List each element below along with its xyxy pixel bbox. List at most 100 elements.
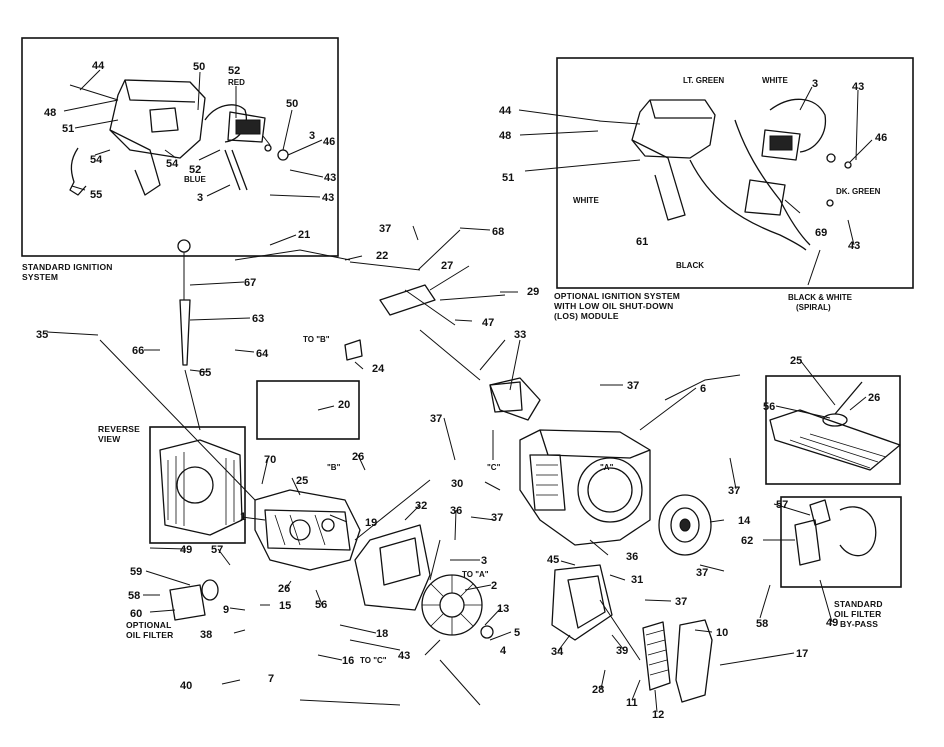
svg-text:OIL FILTER: OIL FILTER (126, 630, 174, 640)
starter-pulley (658, 494, 712, 556)
callout-61: 61 (636, 236, 648, 248)
routing-label-to-c: TO "C" (360, 656, 387, 665)
callout-24: 24 (372, 363, 385, 375)
callout-38: 38 (200, 629, 212, 641)
wire-label-blue: BLUE (184, 175, 206, 184)
callout-46: 46 (323, 136, 335, 148)
callout-64: 64 (256, 348, 269, 360)
callout-52: 52 (189, 164, 201, 176)
routing-label-to-b: TO "B" (303, 335, 330, 344)
wire-label-dk-green: DK. GREEN (836, 187, 881, 196)
callout-37: 37 (491, 512, 503, 524)
callout-4: 4 (500, 645, 507, 657)
optional-oil-filter-caption: OPTIONAL OIL FILTER (126, 620, 174, 640)
oil-fill-detail (769, 381, 901, 471)
oil-filter-bypass-panel (780, 496, 902, 588)
callout-20: 20 (338, 399, 350, 411)
callout-50: 50 (286, 98, 298, 110)
callout-54: 54 (90, 154, 103, 166)
callout-22: 22 (376, 250, 388, 262)
optional-ignition-caption: OPTIONAL IGNITION SYSTEM WITH LOW OIL SH… (554, 291, 680, 321)
callout-25: 25 (790, 355, 802, 367)
callout-26: 26 (352, 451, 364, 463)
wire-label-spiral: (SPIRAL) (796, 303, 831, 312)
callout-35: 35 (36, 329, 48, 341)
callout-14: 14 (738, 515, 751, 527)
flywheel (421, 574, 494, 639)
callout-5: 5 (514, 627, 520, 639)
wire-label-black: BLACK (676, 261, 704, 270)
part-callouts: 44 48 51 54 55 50 52 50 3 46 54 52 43 3 … (36, 60, 887, 721)
callout-54: 54 (166, 158, 179, 170)
callout-59: 59 (130, 566, 142, 578)
callout-16: 16 (342, 655, 354, 667)
optional-ignition-panel (556, 57, 914, 289)
callout-48: 48 (44, 107, 56, 119)
oil-fill-detail-panel (765, 375, 901, 485)
wire-label-red: RED (228, 78, 245, 87)
callout-60: 60 (130, 608, 142, 620)
callout-33: 33 (514, 329, 526, 341)
callout-29: 29 (527, 286, 539, 298)
callout-17: 17 (796, 648, 808, 660)
callout-44: 44 (499, 105, 512, 117)
svg-text:STANDARD IGNITION: STANDARD IGNITION (22, 262, 113, 272)
wire-labels: RED BLUE LT. GREEN WHITE WHITE DK. GREEN… (184, 76, 881, 312)
callout-70: 70 (264, 454, 276, 466)
wire-label-black-white: BLACK & WHITE (788, 293, 853, 302)
callout-47: 47 (482, 317, 494, 329)
callout-66: 66 (132, 345, 144, 357)
reverse-view-panel (149, 426, 246, 544)
callout-51: 51 (502, 172, 514, 184)
svg-text:OPTIONAL IGNITION SYSTEM: OPTIONAL IGNITION SYSTEM (554, 291, 680, 301)
callout-37: 37 (675, 596, 687, 608)
callout-43: 43 (398, 650, 410, 662)
callout-37: 37 (430, 413, 442, 425)
wire-label-white-left: WHITE (573, 196, 599, 205)
callout-48: 48 (499, 130, 511, 142)
callout-26: 26 (868, 392, 880, 404)
callout-11: 11 (626, 697, 638, 709)
callout-28: 28 (592, 684, 604, 696)
callout-12: 12 (652, 709, 664, 721)
svg-text:OPTIONAL: OPTIONAL (126, 620, 172, 630)
callout-18: 18 (376, 628, 388, 640)
callout-49: 49 (826, 617, 838, 629)
callout-30: 30 (451, 478, 463, 490)
svg-text:REVERSE: REVERSE (98, 424, 140, 434)
callout-63: 63 (252, 313, 264, 325)
callout-58: 58 (128, 590, 140, 602)
routing-label-b: "B" (327, 463, 341, 472)
callout-37: 37 (627, 380, 639, 392)
air-cleaner-assembly (551, 564, 713, 703)
svg-text:BY-PASS: BY-PASS (840, 619, 878, 629)
callout-10: 10 (716, 627, 728, 639)
callout-43: 43 (848, 240, 860, 252)
callout-9: 9 (223, 604, 229, 616)
callout-57: 57 (211, 544, 223, 556)
svg-text:WITH LOW OIL SHUT-DOWN: WITH LOW OIL SHUT-DOWN (554, 301, 673, 311)
callout-50: 50 (193, 61, 205, 73)
callout-49: 49 (180, 544, 192, 556)
routing-label-to-a: TO "A" (462, 570, 489, 579)
routing-label-c: "C" (487, 463, 501, 472)
callout-62: 62 (741, 535, 753, 547)
standard-ignition-caption: STANDARD IGNITION SYSTEM (22, 262, 113, 282)
callout-65: 65 (199, 367, 211, 379)
callout-31: 31 (631, 574, 643, 586)
reverse-view-caption: REVERSE VIEW (98, 424, 140, 444)
breather-detail-panel (256, 380, 360, 440)
fuel-tank-bracket (354, 524, 431, 611)
routing-label-a: "A" (600, 463, 614, 472)
callout-3: 3 (309, 130, 315, 142)
callout-67: 67 (244, 277, 256, 289)
oil-filter (169, 579, 219, 621)
callout-25: 25 (296, 475, 308, 487)
callout-1: 1 (240, 511, 246, 523)
callout-37: 37 (696, 567, 708, 579)
callout-3: 3 (812, 78, 818, 90)
los-ignition-module (598, 98, 852, 251)
callout-46: 46 (875, 132, 887, 144)
reverse-view-cylinder (159, 439, 243, 536)
callout-43: 43 (852, 81, 864, 93)
